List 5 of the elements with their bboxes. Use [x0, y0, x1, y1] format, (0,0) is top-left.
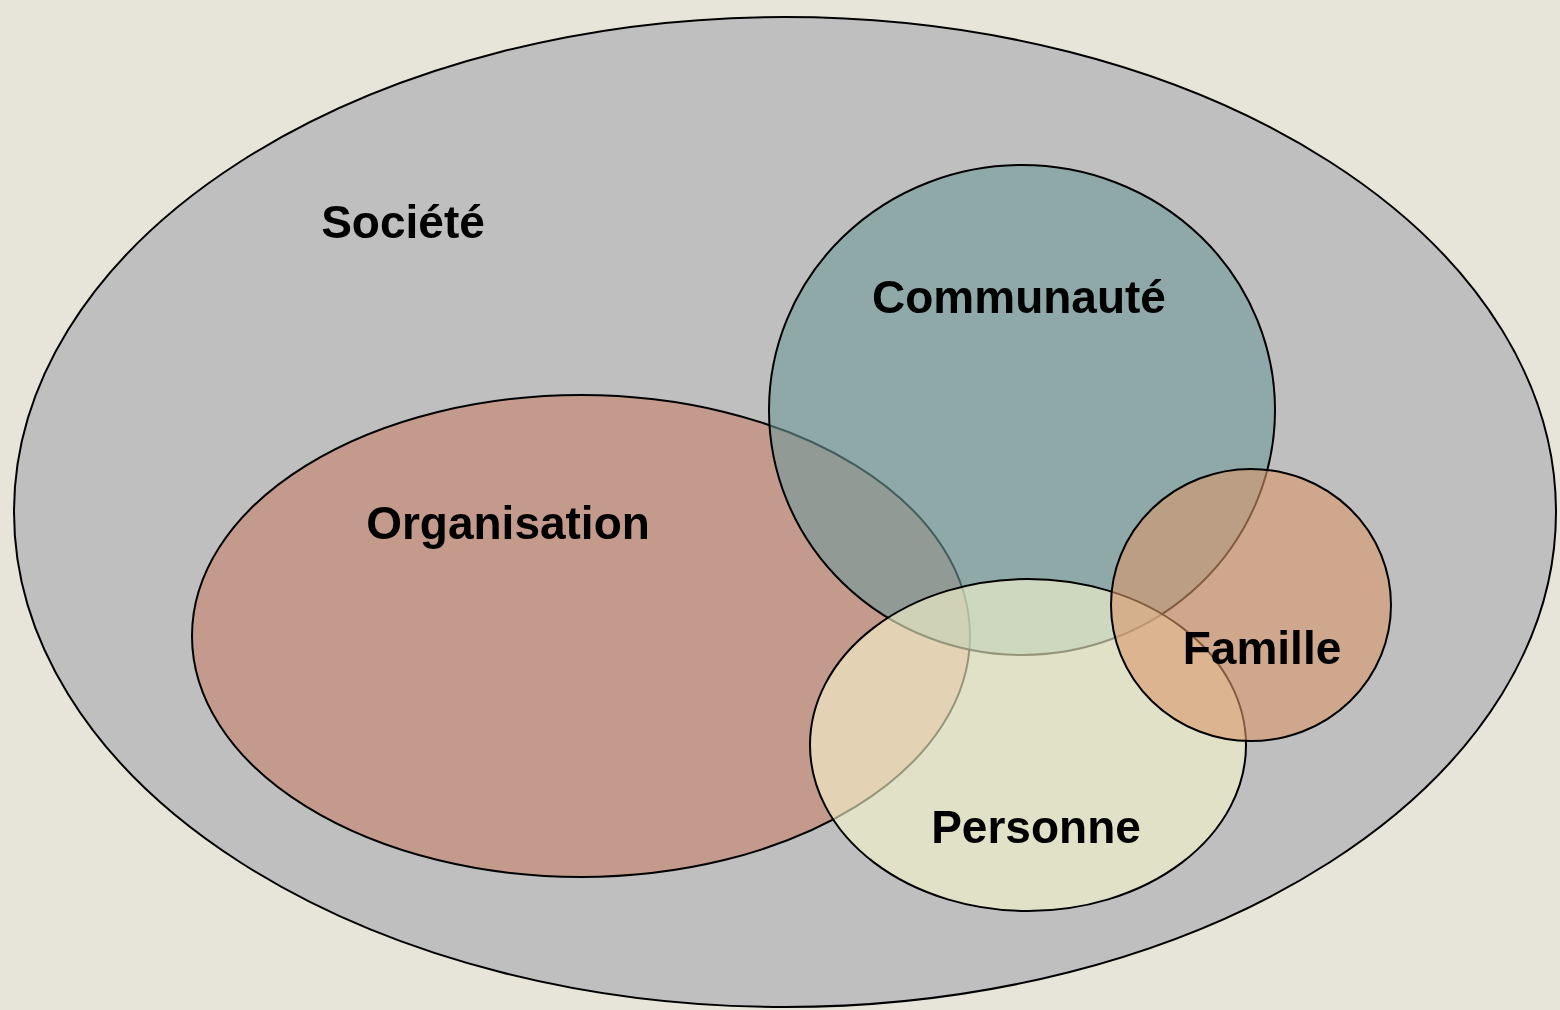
set-label: Société — [321, 196, 485, 248]
set-label: Organisation — [366, 497, 650, 549]
set-label: Personne — [931, 801, 1141, 853]
set-label: Famille — [1182, 622, 1342, 674]
set-label: Communauté — [872, 271, 1166, 323]
